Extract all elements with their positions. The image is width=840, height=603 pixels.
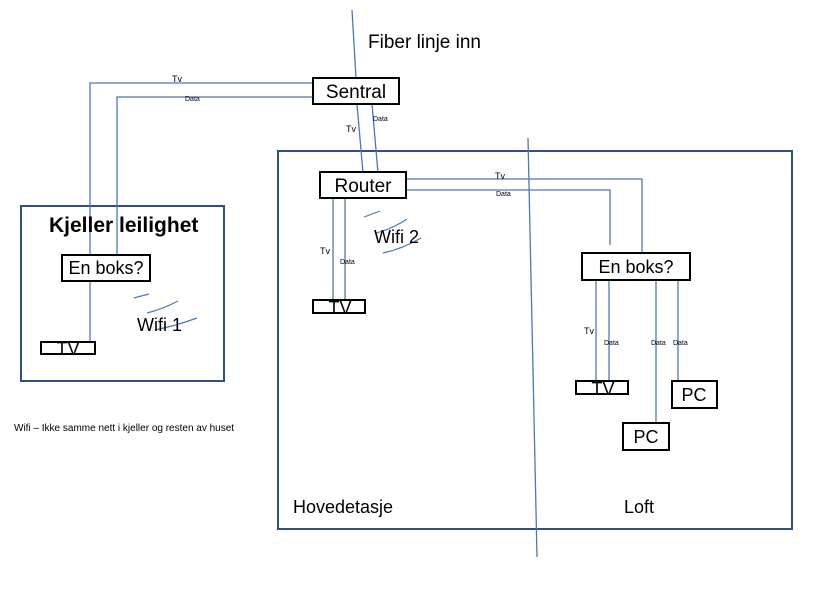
data-tag: Data bbox=[373, 116, 388, 123]
tv-line-sentral-basement bbox=[89, 82, 313, 343]
sentral-box bbox=[312, 77, 400, 105]
pc-2-label: PC bbox=[633, 427, 658, 447]
main-floor-label: Hovedetasje bbox=[293, 497, 393, 517]
wifi2-label: Wifi 2 bbox=[374, 227, 419, 247]
router-box bbox=[319, 171, 407, 199]
main-floor-frame bbox=[277, 150, 793, 530]
tv-main-box bbox=[312, 299, 366, 314]
wifi-note: Wifi – Ikke samme nett i kjeller og rest… bbox=[14, 423, 234, 434]
data-tag: Data bbox=[673, 340, 688, 347]
loft-label: Loft bbox=[624, 497, 654, 517]
sentral-label: Sentral bbox=[326, 82, 386, 103]
data-tag: Data bbox=[340, 259, 355, 266]
tv-loft-box bbox=[575, 380, 629, 395]
data-tag: Data bbox=[185, 96, 200, 103]
tv-tag: Tv bbox=[584, 326, 594, 336]
tv-basement-box bbox=[40, 341, 96, 355]
tv-line-sentral-router bbox=[356, 103, 364, 174]
tv-line-router-loft bbox=[406, 178, 643, 253]
wifi2-signal bbox=[363, 210, 422, 254]
tv-basement-label: TV bbox=[56, 339, 79, 359]
floor-divider-line bbox=[527, 137, 538, 558]
fiber-line bbox=[351, 9, 357, 79]
loft-box bbox=[581, 252, 691, 281]
data-tag: Data bbox=[496, 191, 511, 198]
tv-loft-label: TV bbox=[591, 379, 614, 399]
basement-box bbox=[61, 254, 151, 282]
pc-1-label: PC bbox=[681, 385, 706, 405]
basement-title: Kjeller leilighet bbox=[49, 214, 198, 237]
data-line-sentral-basement bbox=[116, 96, 313, 256]
router-label: Router bbox=[334, 176, 392, 197]
tv-tag: Tv bbox=[320, 246, 330, 256]
data-tag: Data bbox=[604, 340, 619, 347]
wifi1-label: Wifi 1 bbox=[137, 315, 182, 335]
data-tag: Data bbox=[651, 340, 666, 347]
data-line-sentral-router bbox=[371, 103, 379, 174]
fiber-label: Fiber linje inn bbox=[368, 32, 481, 53]
data-line-router-loft bbox=[406, 189, 611, 245]
wifi1-signal bbox=[133, 293, 198, 331]
loft-box-label: En boks? bbox=[598, 257, 673, 277]
tv-tag: Tv bbox=[495, 171, 505, 181]
basement-frame bbox=[20, 205, 225, 382]
tv-tag: Tv bbox=[172, 74, 182, 84]
tv-tag: Tv bbox=[346, 124, 356, 134]
pc-box-2 bbox=[622, 422, 670, 451]
pc-box-1 bbox=[671, 380, 718, 409]
basement-box-label: En boks? bbox=[68, 258, 143, 278]
tv-main-label: TV bbox=[328, 298, 351, 318]
